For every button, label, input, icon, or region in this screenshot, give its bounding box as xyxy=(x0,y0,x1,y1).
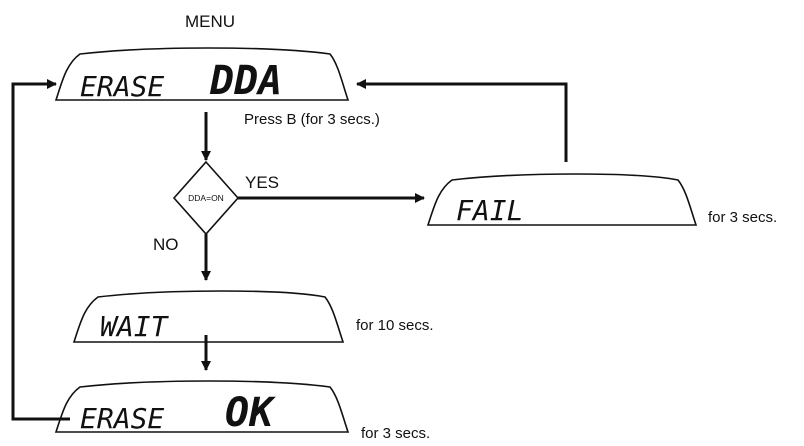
no-label: NO xyxy=(153,235,179,254)
display-erase-ok-left: ERASE xyxy=(80,402,164,435)
arrow-ok-to-dda xyxy=(11,79,70,421)
display-fail xyxy=(426,173,698,226)
display-wait xyxy=(72,290,345,343)
decision-text: DDA=ON xyxy=(188,193,224,203)
display-erase-dda xyxy=(54,47,350,101)
wait-time-note: for 10 secs. xyxy=(356,317,434,334)
display-wait-text: WAIT xyxy=(100,310,170,343)
display-erase-ok-right: OK xyxy=(225,390,276,436)
display-erase-dda-left: ERASE xyxy=(80,70,164,103)
display-fail-text: FAIL xyxy=(456,194,523,227)
press-b-note: Press B (for 3 secs.) xyxy=(244,111,380,128)
display-erase-dda-right: DDA xyxy=(209,58,282,104)
menu-title: MENU xyxy=(185,12,235,31)
display-erase-ok xyxy=(54,380,350,433)
fail-time-note: for 3 secs. xyxy=(708,209,777,226)
arrow-fail-to-dda xyxy=(356,79,568,162)
yes-label: YES xyxy=(245,173,279,192)
ok-time-note: for 3 secs. xyxy=(361,425,430,442)
